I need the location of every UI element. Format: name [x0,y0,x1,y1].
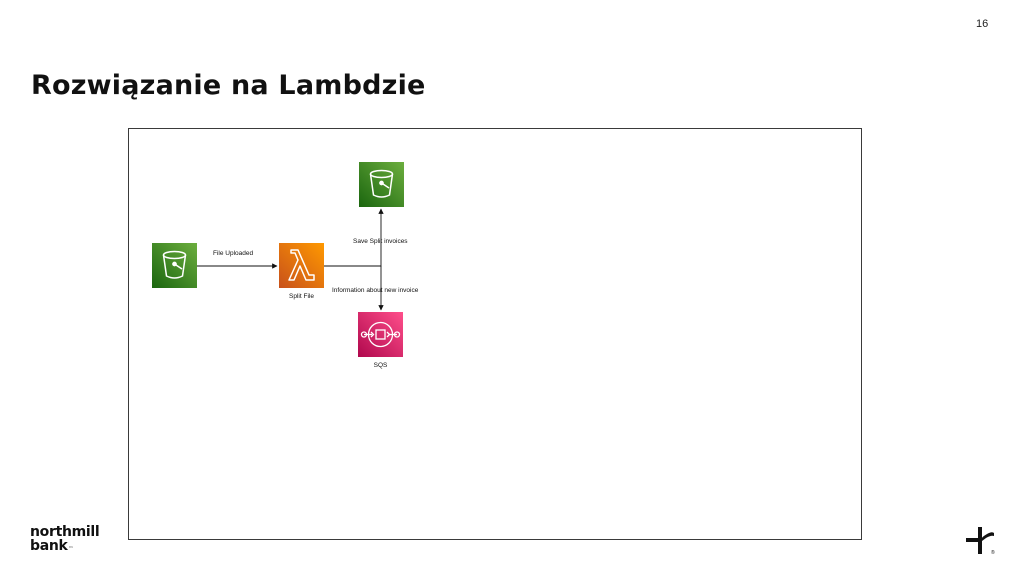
sqs-label: SQS [374,362,388,369]
diagram-canvas: File Uploaded Save Split invoices Inform… [152,162,419,369]
northmill-bank-logo: northmill bank™ [30,524,100,556]
node-lambda [279,243,324,288]
slide-title: Rozwiązanie na Lambdzie [31,70,426,101]
node-sqs [358,312,403,357]
logo-line-1: northmill [30,524,100,540]
node-target-bucket [359,162,404,207]
s3-bucket-icon [162,250,187,279]
s3-bucket-icon [369,169,394,198]
lambda-label: Split File [289,293,314,300]
edge-label-file-uploaded: File Uploaded [213,250,253,257]
registered-mark: ® [991,549,995,556]
logo-line-2: bank [30,538,68,554]
page-number: 16 [976,18,989,30]
architecture-diagram: File Uploaded Save Split invoices Inform… [128,128,862,540]
brand-mark-icon: ® [966,527,995,556]
sqs-queue-icon [360,321,401,348]
logo-trademark: ™ [68,546,74,552]
edge-label-save-split-invoices: Save Split invoices [353,238,408,245]
lambda-icon [288,249,315,281]
node-source-bucket [152,243,197,288]
edge-label-information-new-invoice: Information about new invoice [332,287,419,294]
